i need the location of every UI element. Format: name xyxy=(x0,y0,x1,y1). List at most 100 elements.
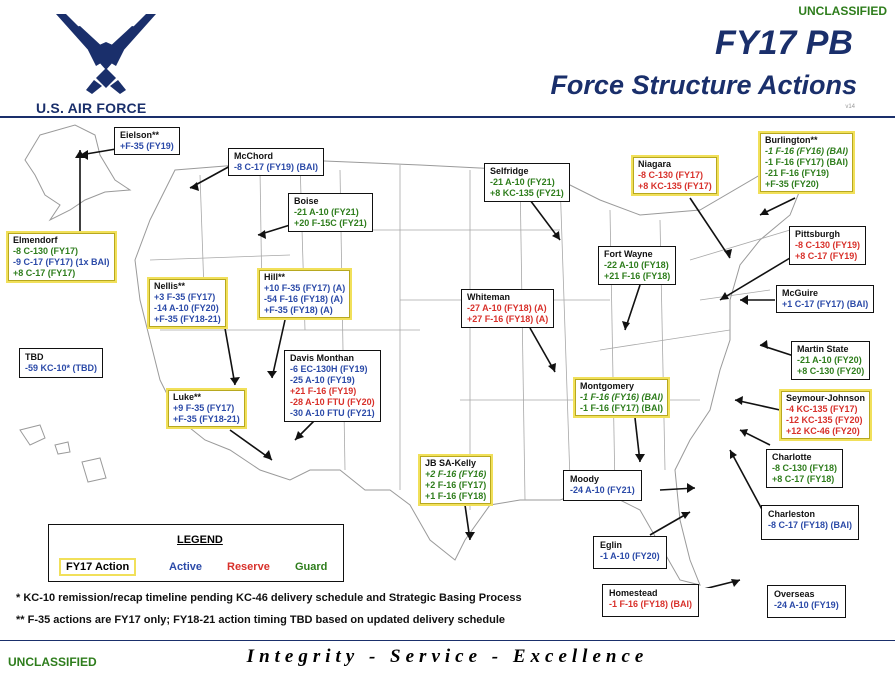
action-line: -8 C-130 (FY17) xyxy=(638,170,704,180)
base-niagara: Niagara -8 C-130 (FY17) +8 KC-135 (FY17) xyxy=(631,155,719,196)
action-line: -24 A-10 (FY21) xyxy=(570,485,635,495)
header-divider xyxy=(0,116,895,118)
base-elmendorf: Elmendorf -8 C-130 (FY17) -9 C-17 (FY17)… xyxy=(6,231,117,283)
action-line: -8 C-130 (FY19) xyxy=(795,240,861,250)
action-line: -8 C-17 (FY19) (BAI) xyxy=(234,162,319,172)
base-seymour-johnson: Seymour-Johnson -4 KC-135 (FY17) -12 KC-… xyxy=(779,389,873,441)
base-moody: Moody -24 A-10 (FY21) xyxy=(563,470,642,501)
base-whiteman: Whiteman -27 A-10 (FY18) (A) +27 F-16 (F… xyxy=(461,289,555,328)
action-line: -54 F-16 (FY18) (A) xyxy=(264,294,344,304)
base-name: Hill** xyxy=(264,272,286,282)
action-line: -24 A-10 (FY19) xyxy=(774,600,839,610)
action-line: +1 F-16 (FY18) xyxy=(425,491,487,501)
action-line: +8 KC-135 (FY21) xyxy=(490,188,564,198)
action-line: +8 C-17 (FY17) xyxy=(13,268,76,278)
base-hill: Hill** +10 F-35 (FY17) (A) -54 F-16 (FY1… xyxy=(257,268,353,320)
action-line: -4 KC-135 (FY17) xyxy=(786,404,858,414)
version-label: v14 xyxy=(845,104,855,110)
hawaii-island xyxy=(54,441,71,455)
logo-text: U.S. AIR FORCE xyxy=(36,100,147,116)
action-line: -59 KC-10* (TBD) xyxy=(25,363,98,373)
base-name: Pittsburgh xyxy=(795,229,840,239)
base-luke: Luke** +9 F-35 (FY17) +F-35 (FY18-21) xyxy=(166,388,247,429)
base-pittsburgh: Pittsburgh -8 C-130 (FY19) +8 C-17 (FY19… xyxy=(789,226,867,265)
base-name: Martin State xyxy=(797,344,849,354)
action-line: +F-35 (FY20) xyxy=(765,179,819,189)
base-name: Overseas xyxy=(774,589,815,599)
legend-fy17-action: FY17 Action xyxy=(59,558,137,576)
base-name: Burlington** xyxy=(765,135,818,145)
action-line: -30 A-10 FTU (FY21) xyxy=(290,408,375,418)
motto: Integrity - Service - Excellence xyxy=(246,646,649,667)
footer-divider xyxy=(0,640,895,641)
base-name: Fort Wayne xyxy=(604,249,653,259)
action-line: +F-35 (FY18) (A) xyxy=(264,305,333,315)
page-subtitle: Force Structure Actions xyxy=(550,70,857,100)
base-selfridge: Selfridge -21 A-10 (FY21) +8 KC-135 (FY2… xyxy=(484,163,570,202)
action-line: -21 A-10 (FY21) xyxy=(490,177,555,187)
action-line: -1 F-16 (FY16) (BAI) xyxy=(580,392,664,402)
legend-title: LEGEND xyxy=(177,534,223,546)
action-line: -21 F-16 (FY19) xyxy=(765,168,830,178)
base-eielson: Eielson** +F-35 (FY19) xyxy=(114,127,180,155)
action-line: +8 C-17 (FY19) xyxy=(795,251,858,261)
base-boise: Boise -21 A-10 (FY21) +20 F-15C (FY21) xyxy=(288,193,373,232)
base-mcguire: McGuire +1 C-17 (FY17) (BAI) xyxy=(776,285,875,313)
action-line: +10 F-35 (FY17) (A) xyxy=(264,283,346,293)
base-name: Boise xyxy=(294,196,319,206)
footnote-kc10: * KC-10 remission/recap timeline pending… xyxy=(16,592,522,604)
base-name: Whiteman xyxy=(467,292,511,302)
action-line: +9 F-35 (FY17) xyxy=(173,403,235,413)
action-line: -28 A-10 FTU (FY20) xyxy=(290,397,375,407)
base-name: Nellis** xyxy=(154,281,186,291)
action-line: +1 C-17 (FY17) (BAI) xyxy=(782,299,869,309)
base-burlington: Burlington** -1 F-16 (FY16) (BAI) -1 F-1… xyxy=(758,131,856,194)
base-eglin: Eglin -1 A-10 (FY20) xyxy=(593,536,667,569)
action-line: -21 A-10 (FY21) xyxy=(294,207,359,217)
action-line: -6 EC-130H (FY19) xyxy=(290,364,368,374)
action-line: +F-35 (FY18-21) xyxy=(173,414,240,424)
base-charlotte: Charlotte -8 C-130 (FY18) +8 C-17 (FY18) xyxy=(766,449,844,488)
base-name: Selfridge xyxy=(490,166,529,176)
base-name: Elmendorf xyxy=(13,235,58,245)
base-montgomery: Montgomery -1 F-16 (FY16) (BAI) -1 F-16 … xyxy=(573,377,671,418)
base-name: Niagara xyxy=(638,159,672,169)
action-line: -1 F-16 (FY16) (BAI) xyxy=(765,146,849,156)
page-title: FY17 PB xyxy=(715,24,853,62)
action-line: -1 F-16 (FY18) (BAI) xyxy=(609,599,693,609)
hawaii-island xyxy=(19,424,46,446)
base-fort-wayne: Fort Wayne -22 A-10 (FY18) +21 F-16 (FY1… xyxy=(598,246,677,285)
action-line: +21 F-16 (FY18) xyxy=(604,271,671,281)
action-line: -1 F-16 (FY17) (BAI) xyxy=(580,403,664,413)
base-martin-state: Martin State -21 A-10 (FY20) +8 C-130 (F… xyxy=(791,341,871,380)
base-name: Homestead xyxy=(609,588,658,598)
action-line: +8 C-130 (FY20) xyxy=(797,366,865,376)
base-mcchord: McChord -8 C-17 (FY19) (BAI) xyxy=(228,148,325,176)
base-name: Moody xyxy=(570,474,599,484)
footnote-f35: ** F-35 actions are FY17 only; FY18-21 a… xyxy=(16,614,506,626)
air-force-logo-icon xyxy=(56,14,156,94)
action-line: +8 C-17 (FY18) xyxy=(772,474,835,484)
legend-guard: Guard xyxy=(295,561,328,573)
action-line: -8 C-130 (FY17) xyxy=(13,246,79,256)
action-line: +21 F-16 (FY19) xyxy=(290,386,357,396)
base-name: Seymour-Johnson xyxy=(786,393,866,403)
alaska-outline xyxy=(24,124,132,222)
action-line: -22 A-10 (FY18) xyxy=(604,260,669,270)
base-name: Charleston xyxy=(768,509,816,519)
action-line: -8 C-130 (FY18) xyxy=(772,463,838,473)
base-jb-sa-kelly: JB SA-Kelly +2 F-16 (FY16) +2 F-16 (FY17… xyxy=(418,454,494,506)
base-nellis: Nellis** +3 F-35 (FY17) -14 A-10 (FY20) … xyxy=(147,277,228,329)
legend-reserve: Reserve xyxy=(227,561,270,573)
action-line: +2 F-16 (FY16) xyxy=(425,469,487,479)
base-tbd: TBD -59 KC-10* (TBD) xyxy=(19,348,104,378)
legend-active: Active xyxy=(169,561,203,573)
action-line: -1 F-16 (FY17) (BAI) xyxy=(765,157,849,167)
classification-bottom: UNCLASSIFIED xyxy=(8,655,97,669)
base-name: Luke** xyxy=(173,392,202,402)
base-name: Eielson** xyxy=(120,130,160,140)
action-line: -27 A-10 (FY18) (A) xyxy=(467,303,547,313)
action-line: +3 F-35 (FY17) xyxy=(154,292,216,302)
base-name: Charlotte xyxy=(772,452,812,462)
base-name: Davis Monthan xyxy=(290,353,355,363)
